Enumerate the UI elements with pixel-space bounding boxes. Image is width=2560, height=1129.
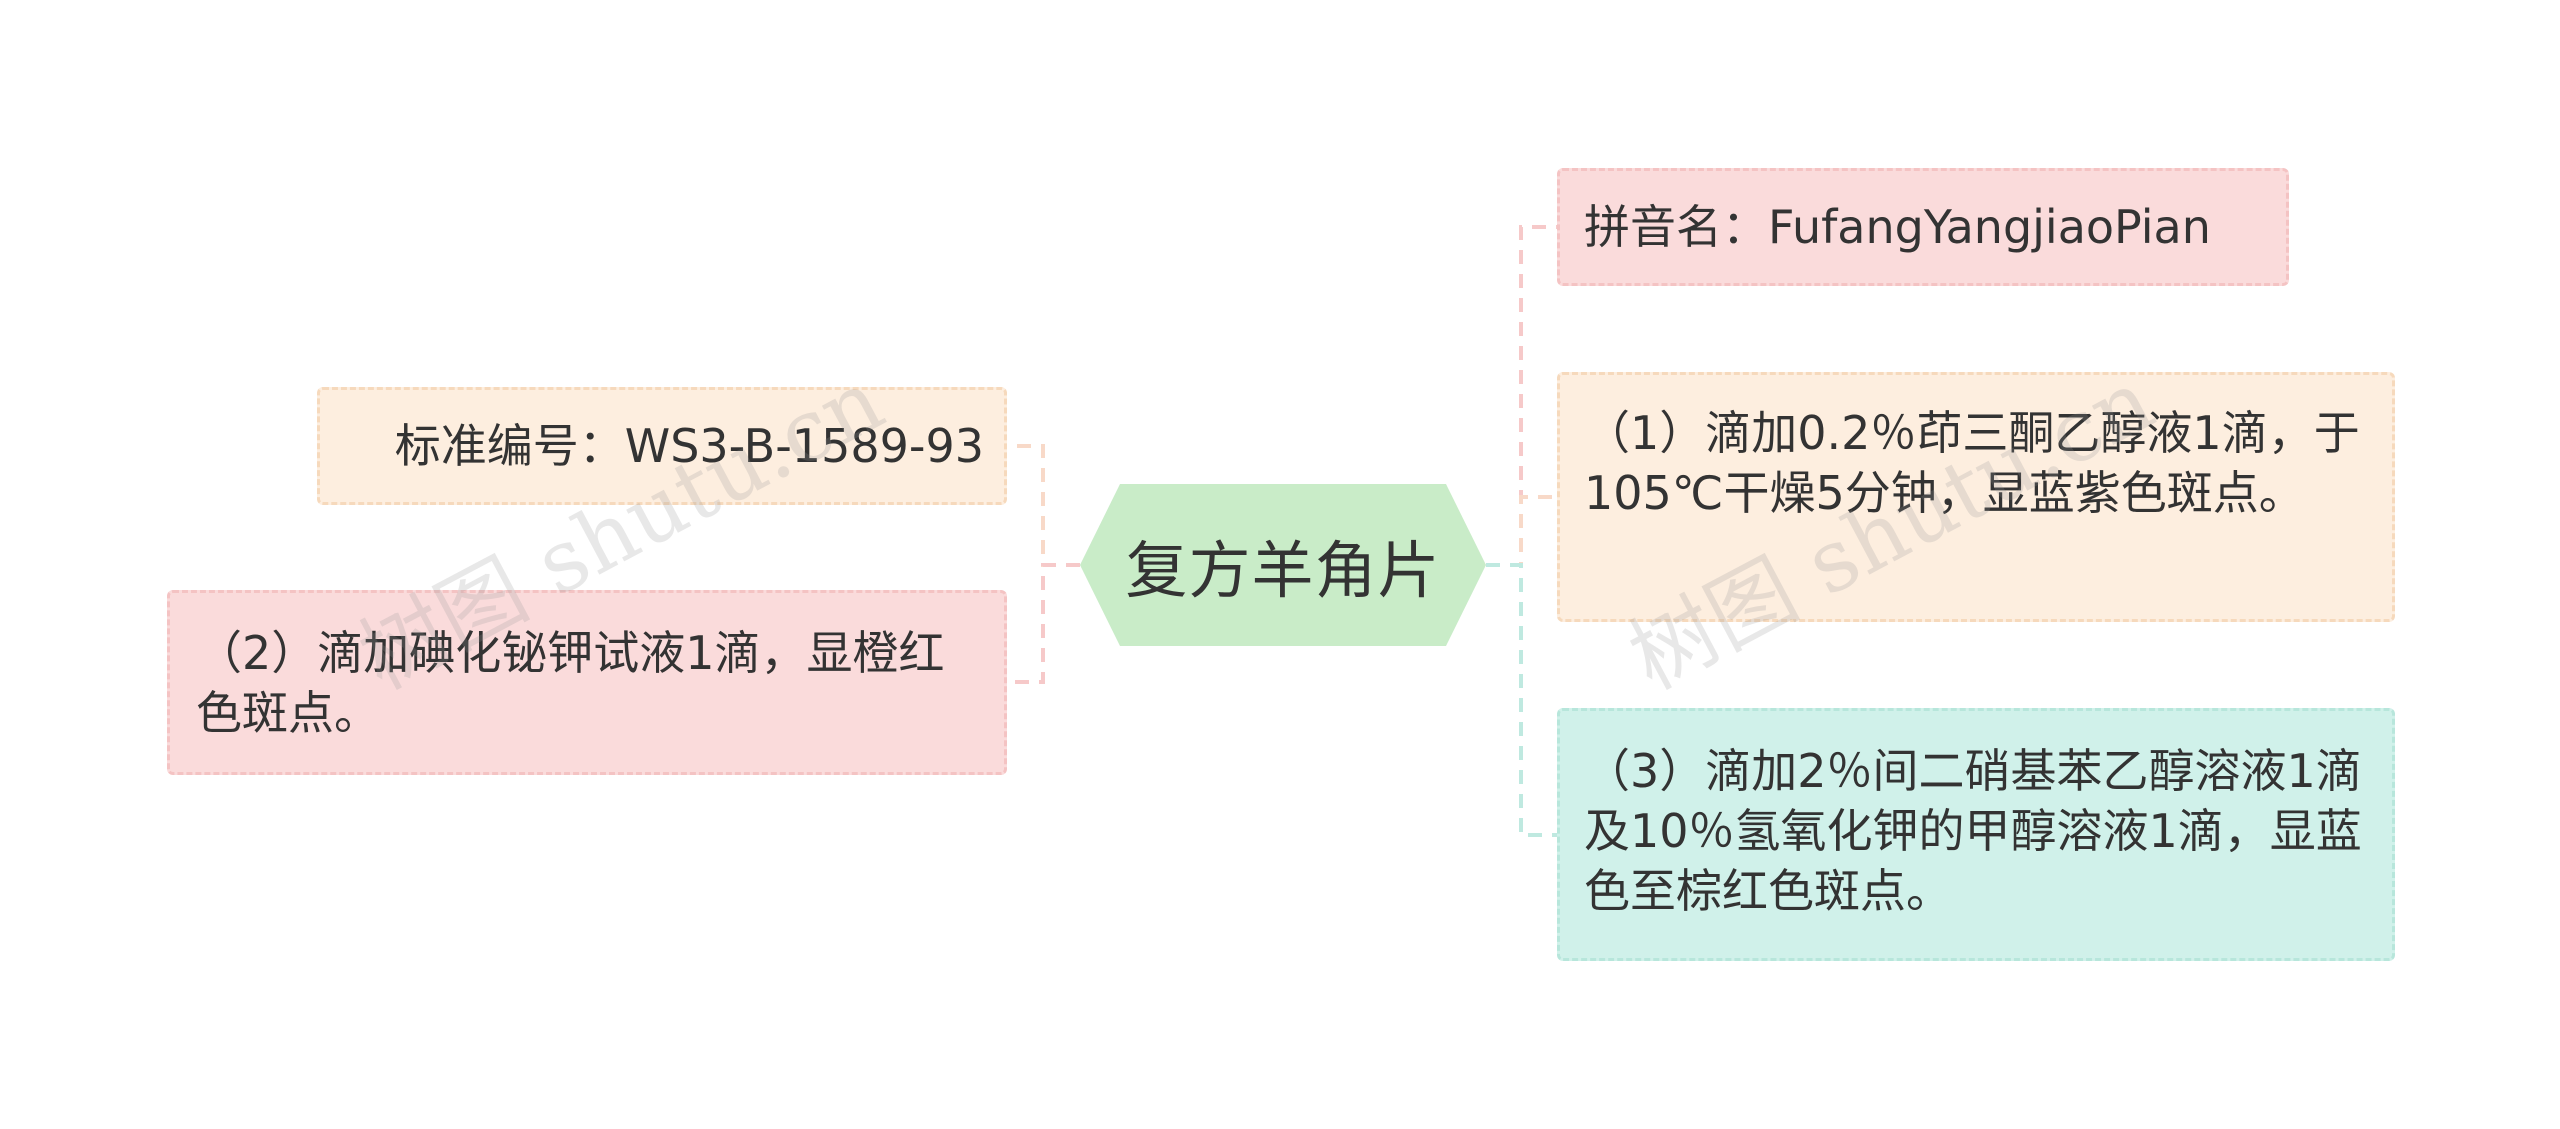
connector-left-1	[1007, 444, 1080, 567]
connector-right-3	[1486, 563, 1557, 837]
left-node-bismuth-test-text: （2）滴加碘化铋钾试液1滴，显橙红色斑点。	[196, 626, 945, 740]
right-node-ninhydrin-test[interactable]: （1）滴加0.2％茚三酮乙醇液1滴，于105℃干燥5分钟，显蓝紫色斑点。	[1557, 372, 2395, 622]
connector-right-2	[1486, 495, 1557, 567]
connector-left-2	[1007, 563, 1080, 684]
left-node-bismuth-test[interactable]: （2）滴加碘化铋钾试液1滴，显橙红色斑点。	[167, 590, 1007, 775]
right-node-pinyin-name[interactable]: 拼音名：FufangYangjiaoPian	[1557, 168, 2289, 286]
root-node-shape	[1080, 484, 1486, 646]
right-node-dinitrobenzene-test[interactable]: （3）滴加2％间二硝基苯乙醇溶液1滴及10％氢氧化钾的甲醇溶液1滴，显蓝色至棕红…	[1557, 708, 2395, 961]
right-node-pinyin-name-text: 拼音名：FufangYangjiaoPian	[1584, 200, 2211, 254]
left-node-standard-number[interactable]: 标准编号：WS3-B-1589-93	[317, 387, 1007, 505]
connector-right-1	[1486, 225, 1557, 567]
left-node-standard-number-text: 标准编号：WS3-B-1589-93	[394, 419, 984, 473]
right-node-ninhydrin-test-text: （1）滴加0.2％茚三酮乙醇液1滴，于105℃干燥5分钟，显蓝紫色斑点。	[1584, 406, 2360, 520]
right-node-dinitrobenzene-test-text: （3）滴加2％间二硝基苯乙醇溶液1滴及10％氢氧化钾的甲醇溶液1滴，显蓝色至棕红…	[1584, 744, 2362, 918]
root-node-label[interactable]: 复方羊角片	[1125, 534, 1441, 607]
